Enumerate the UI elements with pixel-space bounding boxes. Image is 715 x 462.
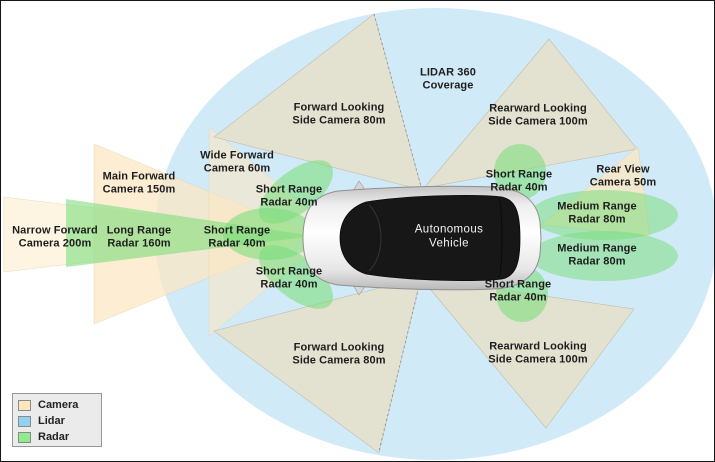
legend-swatch-lidar	[18, 416, 31, 427]
car-rear-deck-line	[498, 197, 503, 279]
legend-row-camera: Camera	[18, 398, 101, 413]
legend-label-lidar: Lidar	[38, 415, 65, 427]
car-windshield-line	[368, 204, 382, 272]
legend-label-radar: Radar	[38, 431, 70, 443]
legend-swatch-camera	[18, 400, 31, 411]
medium-range-radar-lower-zone	[530, 231, 678, 281]
legend-row-radar: Radar	[18, 430, 101, 445]
short-range-radar-front-center-zone	[223, 208, 315, 260]
short-range-radar-front-lower-zone	[258, 245, 334, 309]
legend-swatch-radar	[18, 432, 31, 443]
autonomous-vehicle	[302, 180, 542, 296]
car-cabin-glass	[339, 195, 521, 281]
medium-range-radar-upper-zone	[530, 190, 678, 240]
legend-row-lidar: Lidar	[18, 414, 101, 429]
short-range-radar-front-upper-zone	[258, 160, 334, 224]
legend: Camera Lidar Radar	[12, 393, 102, 447]
dotted-boundary-top	[373, 13, 423, 191]
legend-label-camera: Camera	[38, 399, 79, 411]
long-range-radar-zone	[66, 199, 314, 267]
short-range-radar-rear-upper-zone	[494, 144, 546, 200]
